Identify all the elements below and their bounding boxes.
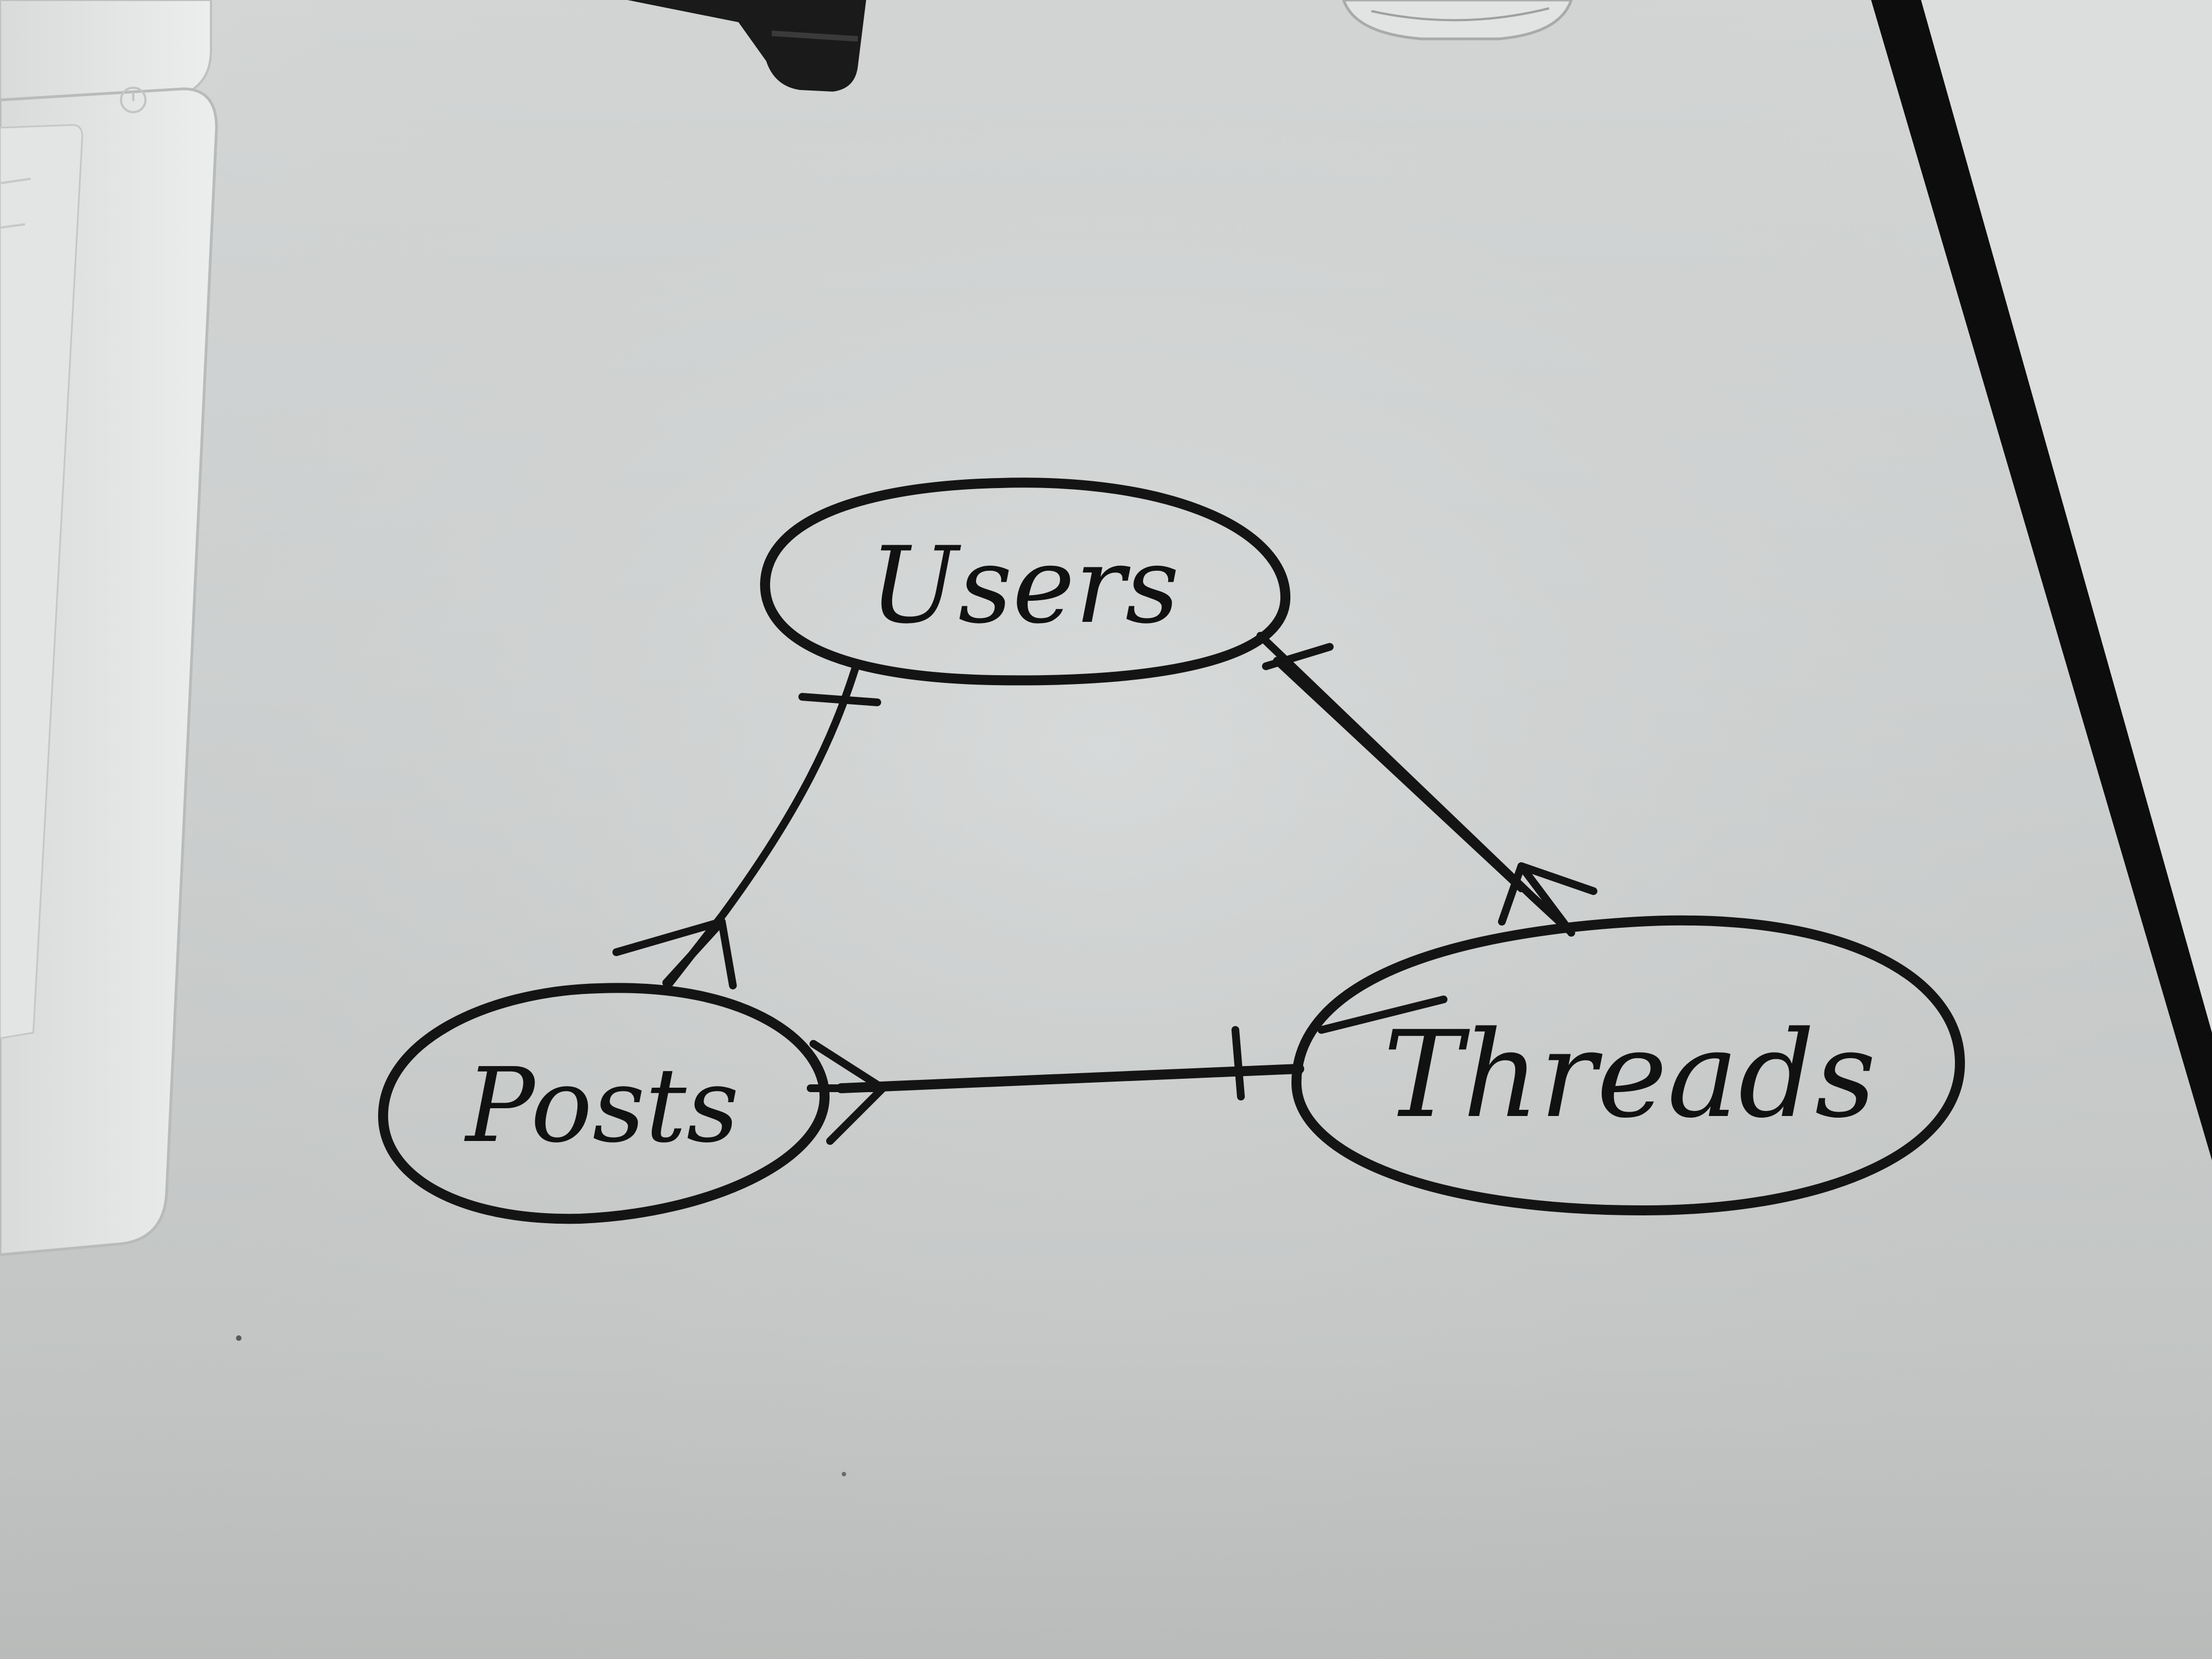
smudge bbox=[236, 1335, 242, 1341]
cardinality-many-mark bbox=[807, 1040, 887, 1145]
cardinality-many-mark bbox=[612, 918, 737, 989]
whiteboard-frame-edge bbox=[1871, 0, 2212, 1160]
wall-background bbox=[1921, 0, 2212, 1033]
cardinality-one-mark bbox=[1231, 1026, 1245, 1100]
keyboard-edge bbox=[0, 0, 218, 1256]
entity-users: Users bbox=[760, 477, 1291, 686]
entity-threads-ellipse bbox=[1291, 915, 1965, 1215]
glass-object bbox=[1342, 0, 1573, 41]
relationship-threads-posts bbox=[807, 996, 1447, 1145]
cardinality-one-mark bbox=[798, 693, 881, 706]
entity-threads: Threads bbox=[1291, 915, 1965, 1215]
entity-threads-label: Threads bbox=[1383, 1005, 1876, 1144]
entity-posts-label: Posts bbox=[464, 1045, 740, 1165]
connector-line bbox=[836, 1064, 1304, 1093]
entity-posts-ellipse bbox=[378, 983, 830, 1224]
entity-users-ellipse bbox=[760, 477, 1291, 686]
er-diagram: Users Posts Threads bbox=[378, 477, 1965, 1224]
smudge bbox=[842, 1472, 846, 1476]
entity-posts: Posts bbox=[378, 983, 830, 1224]
cardinality-many-mark bbox=[1498, 862, 1597, 937]
relationship-users-threads bbox=[1256, 632, 1597, 937]
entity-users-label: Users bbox=[869, 524, 1179, 647]
relationship-users-posts bbox=[612, 665, 881, 995]
connector-line bbox=[1318, 996, 1447, 1034]
connector-line bbox=[1273, 657, 1525, 892]
cardinality-one-mark bbox=[1262, 643, 1334, 670]
marker-object bbox=[627, 0, 866, 92]
power-icon bbox=[120, 87, 147, 113]
